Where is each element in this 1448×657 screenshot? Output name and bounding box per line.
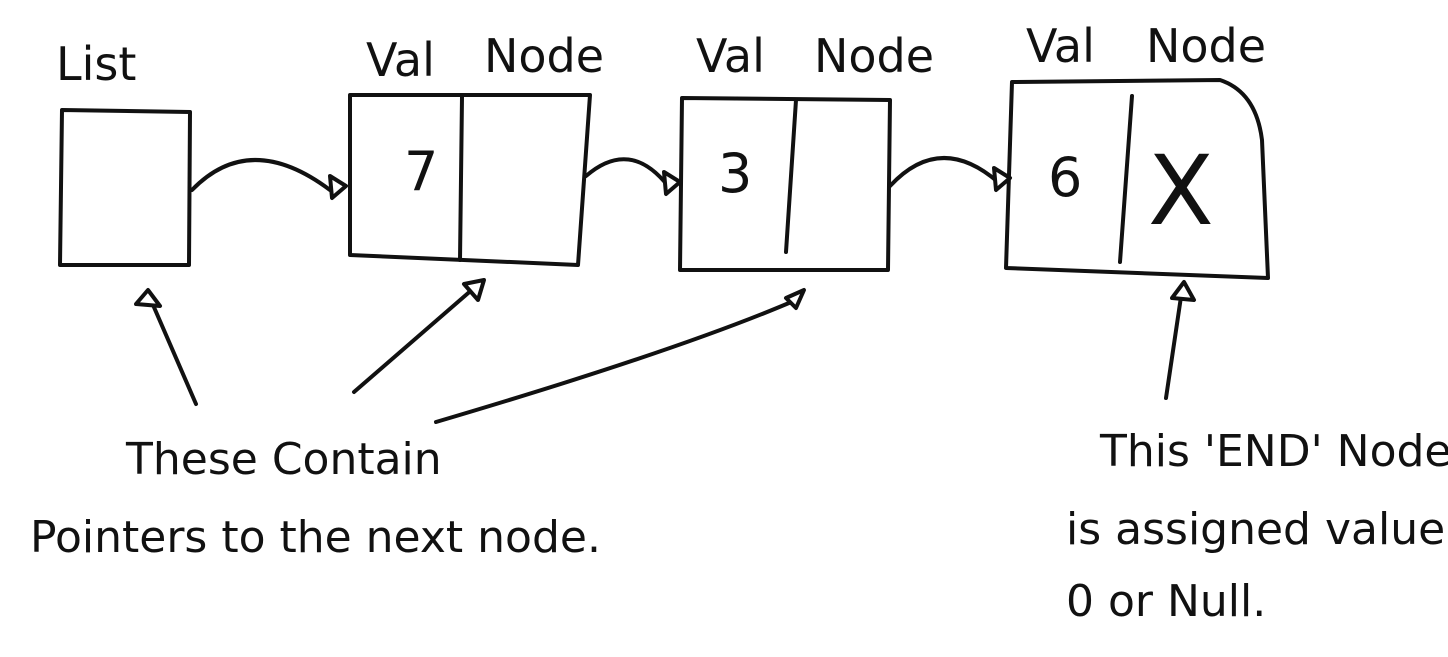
node1-box [348,93,592,267]
node3-val-header: Val [1026,19,1095,73]
arrow-list-to-node1 [190,158,332,192]
note-right-line1: This 'END' Node [1099,426,1448,477]
node1-val-header: Val [366,33,435,87]
pointer-arrow-list-head [134,288,162,308]
list-label: List [56,37,136,91]
arrow-node2-to-node3 [888,156,1000,188]
node1-divider [458,95,464,262]
node3-value: 6 [1048,146,1082,209]
pointer-arrow-end-head [1170,280,1196,302]
node2-value: 3 [718,142,752,205]
note-right-line2: is assigned value [1066,504,1445,555]
pointer-arrow-end [1164,288,1184,400]
node3-node-header: Node [1146,19,1266,73]
arrow-node1-to-node2 [584,157,670,188]
node2-box [678,96,892,272]
node1-value: 7 [404,140,438,203]
arrow-node1-to-node2-head [662,170,682,196]
list-box [58,108,192,267]
node3-next-null: X [1148,135,1214,247]
arrow-node2-to-node3-head [992,166,1012,192]
pointer-arrow-list [148,296,198,406]
arrow-list-to-node1-head [328,174,348,200]
pointer-arrow-node2 [434,298,798,424]
node1-node-header: Node [484,29,604,83]
node3-divider [1118,94,1134,264]
note-right-line3: 0 or Null. [1066,576,1266,627]
node3-box [1004,78,1270,280]
pointer-arrow-node1-head [462,278,486,302]
note-left-line2: Pointers to the next node. [30,512,601,563]
node2-divider [784,98,798,254]
pointer-arrow-node2-head [784,288,806,310]
node2-node-header: Node [814,29,934,83]
node2-val-header: Val [696,29,765,83]
note-left-line1: These Contain [125,434,442,485]
pointer-arrow-node1 [352,286,476,394]
